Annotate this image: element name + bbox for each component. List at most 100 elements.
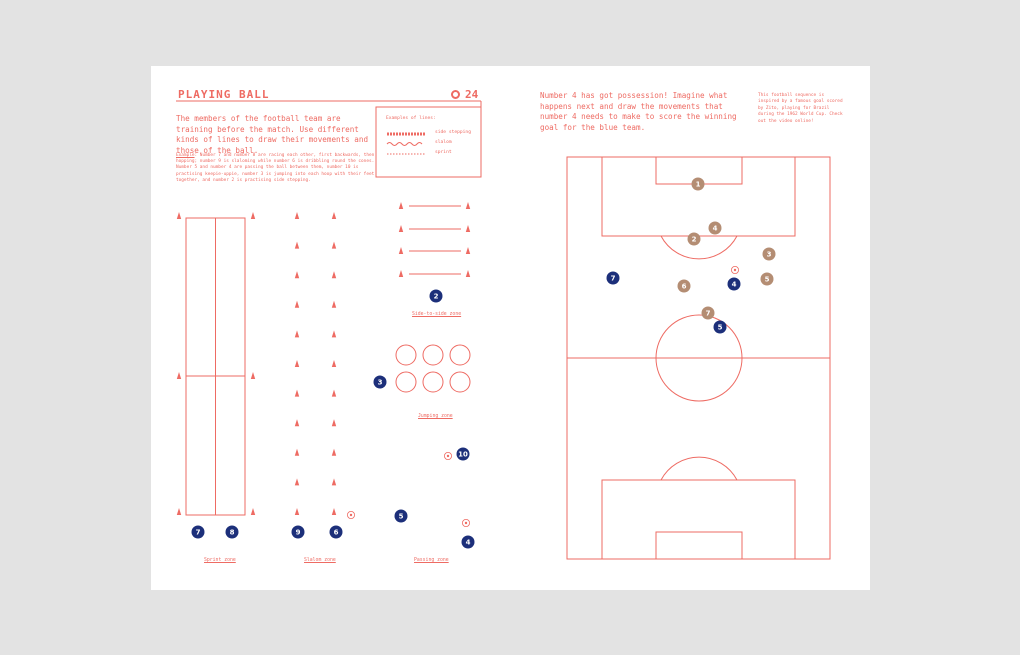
cone-icon — [465, 270, 471, 277]
cone-icon — [331, 360, 337, 367]
zone-label-passing: Passing zone — [414, 558, 449, 563]
cone-icon — [331, 212, 337, 219]
blue-player-chip — [225, 525, 239, 539]
tan-player-chip — [701, 306, 715, 320]
centre-circle — [655, 314, 743, 402]
blue-player-chip-label: 5 — [399, 513, 404, 521]
cone-icon — [331, 241, 337, 249]
cone-icon — [294, 419, 300, 427]
blue-player-chip — [461, 535, 475, 549]
blue-player-chip — [727, 277, 741, 291]
cone-icon — [176, 212, 182, 219]
blue-player-chip — [429, 289, 443, 303]
cone-icon — [250, 508, 256, 515]
cone-icon — [250, 212, 256, 219]
hoop — [449, 344, 471, 366]
cone-icon — [294, 389, 300, 397]
football-icon — [464, 521, 468, 525]
hoop — [395, 371, 417, 393]
tan-player-chip-label: 3 — [767, 251, 772, 259]
blue-player-chip — [713, 320, 727, 334]
hoop — [449, 371, 471, 393]
hoop — [422, 371, 444, 393]
blue-player-chip — [373, 375, 387, 389]
blue-player-chip-label: 2 — [434, 293, 439, 301]
cone-icon — [176, 372, 182, 379]
cone-icon — [331, 508, 337, 515]
page-number-value: 24 — [465, 88, 479, 101]
blue-player-chip-label: 8 — [230, 529, 235, 537]
cone-icon — [398, 270, 404, 277]
legend-label-side-stepping: side stepping — [435, 130, 471, 135]
cones — [176, 202, 471, 515]
blue-player-chip — [291, 525, 305, 539]
blue-player-chip-label: 9 — [296, 529, 301, 537]
legend-title: Examples of lines: — [386, 116, 436, 121]
blue-player-chip — [191, 525, 205, 539]
legend-label-sprint: sprint — [435, 150, 452, 155]
cone-icon — [398, 225, 404, 232]
cone-icon — [398, 202, 404, 209]
cone-icon — [331, 448, 337, 456]
tan-player-chip — [687, 232, 701, 246]
zone-label-jumping: Jumping zone — [418, 414, 453, 419]
zone-label-side-to-side: Side-to-side zone — [412, 312, 462, 317]
goal-box-bottom — [655, 531, 743, 560]
cone-icon — [331, 478, 337, 486]
blue-player-chip — [606, 271, 620, 285]
example-label: Example — [176, 153, 195, 158]
penalty-box-top — [601, 156, 796, 237]
football-pitch — [566, 156, 831, 560]
cone-icon — [294, 448, 300, 456]
hoop — [395, 344, 417, 366]
cone-icon — [294, 271, 300, 279]
football-icon — [349, 513, 353, 517]
right-intro-text: Number 4 has got possession! Imagine wha… — [540, 91, 737, 132]
blue-player-chip — [329, 525, 343, 539]
tan-player-chip — [691, 177, 705, 191]
side-note: This football sequence is inspired by a … — [758, 93, 843, 124]
page-title: PLAYING BALL — [178, 88, 270, 101]
penalty-arc-top — [660, 235, 738, 260]
tan-player-chip-label: 1 — [696, 181, 701, 189]
ring-icon — [451, 90, 460, 99]
penalty-arc-bottom — [660, 456, 738, 481]
cone-icon — [294, 360, 300, 367]
cone-icon — [176, 508, 182, 515]
cone-icon — [294, 212, 300, 219]
cone-icon — [331, 330, 337, 338]
blue-player-chip-label: 4 — [732, 281, 737, 289]
cone-icon — [331, 271, 337, 279]
legend-line-slalom — [386, 142, 423, 146]
cone-icon — [250, 372, 256, 379]
blue-player-chip — [456, 447, 470, 461]
page-number: 24 — [451, 88, 478, 101]
tan-player-chip — [677, 279, 691, 293]
hoop — [422, 344, 444, 366]
blue-player-chip-label: 5 — [718, 324, 723, 332]
blue-player-chip-label: 6 — [334, 529, 339, 537]
book-spread: PLAYING BALL 24 The members of the footb… — [151, 66, 870, 590]
cone-icon — [465, 225, 471, 232]
tan-player-chip-label: 2 — [692, 236, 697, 244]
blue-player-chip-label: 4 — [466, 539, 471, 547]
example-text: Example: Number 7 and number 8 are racin… — [176, 153, 376, 184]
intro-text: The members of the football team are tra… — [176, 114, 369, 155]
cone-icon — [398, 247, 404, 254]
blue-player-chip-label: 7 — [196, 529, 201, 537]
tan-player-chip-label: 5 — [765, 276, 770, 284]
cone-icon — [294, 330, 300, 338]
blue-player-chip — [394, 509, 408, 523]
cone-icon — [294, 241, 300, 249]
cone-icon — [331, 300, 337, 308]
cone-icon — [294, 508, 300, 515]
blue-player-chip-label: 3 — [378, 379, 383, 387]
tan-player-chip — [762, 247, 776, 261]
balls — [346, 265, 740, 527]
legend-box — [375, 106, 482, 178]
cone-icon — [465, 202, 471, 209]
cone-icon — [294, 478, 300, 486]
tan-player-chip-label: 7 — [706, 310, 711, 318]
tan-player-chip-label: 6 — [682, 283, 687, 291]
